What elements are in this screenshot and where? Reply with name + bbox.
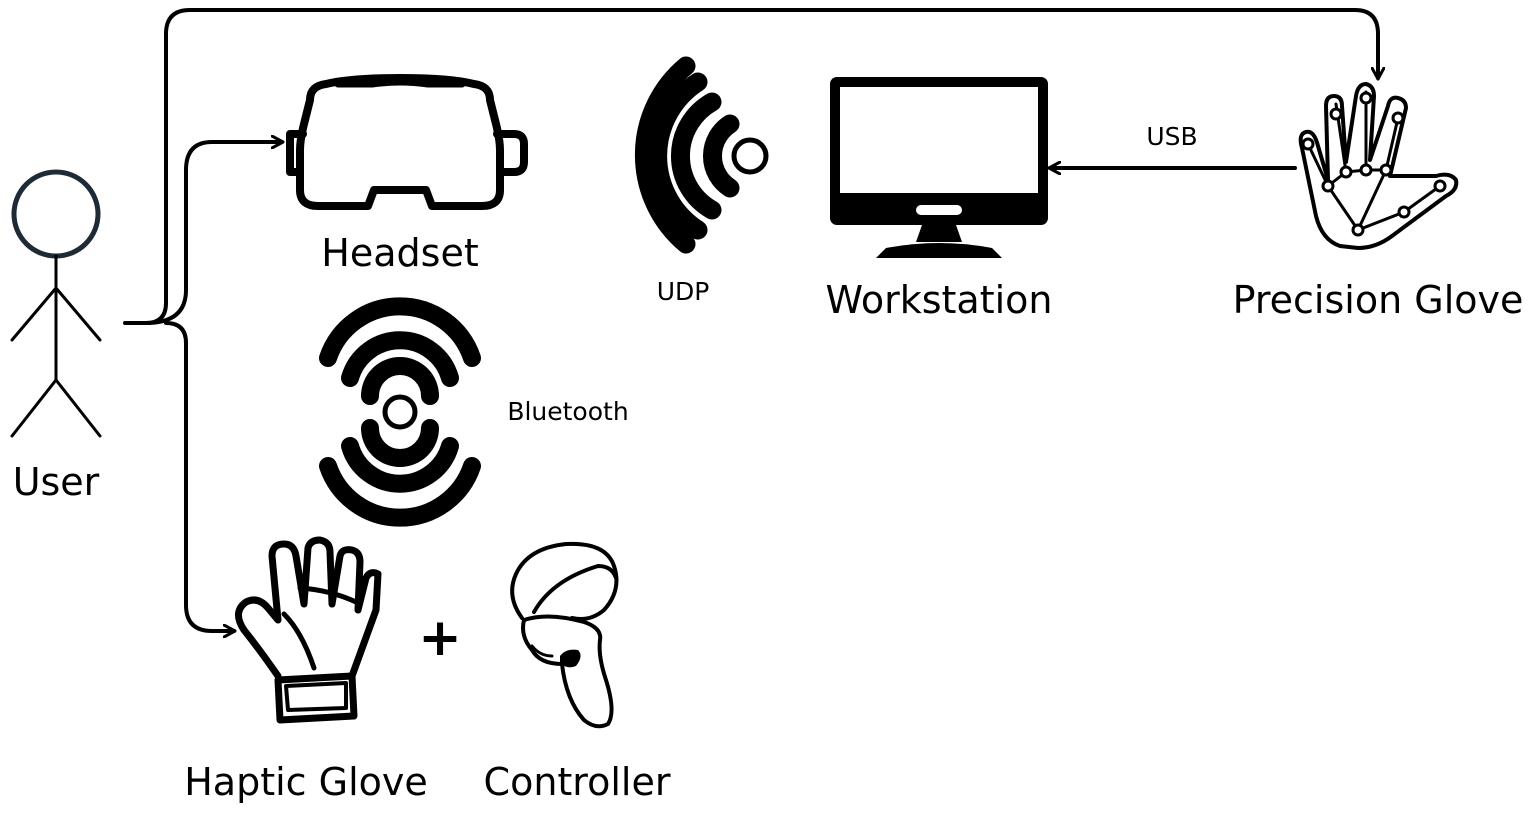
udp-label: UDP xyxy=(657,277,710,306)
wifi-signal-icon xyxy=(634,56,769,254)
hand-tracking-icon xyxy=(1298,82,1459,250)
haptic-glove-icon xyxy=(235,536,382,724)
controller-label: Controller xyxy=(484,760,671,804)
connector-user-to-precision-glove xyxy=(123,8,1378,325)
bluetooth-label: Bluetooth xyxy=(507,397,628,426)
vr-headset-icon xyxy=(286,74,528,210)
stick-figure-icon xyxy=(10,169,102,438)
vr-controller-icon xyxy=(510,541,619,729)
monitor-icon xyxy=(830,77,1048,258)
connector-user-to-headset xyxy=(144,142,282,325)
usb-label: USB xyxy=(1146,122,1197,151)
workstation-label: Workstation xyxy=(826,278,1053,322)
precision-glove-label: Precision Glove xyxy=(1233,278,1524,322)
user-label: User xyxy=(13,460,100,504)
bluetooth-signal-icon xyxy=(319,297,481,527)
headset-label: Headset xyxy=(321,231,478,275)
plus-symbol: + xyxy=(418,608,462,668)
connector-user-to-haptic-glove xyxy=(164,321,234,631)
haptic-glove-label: Haptic Glove xyxy=(184,760,428,804)
